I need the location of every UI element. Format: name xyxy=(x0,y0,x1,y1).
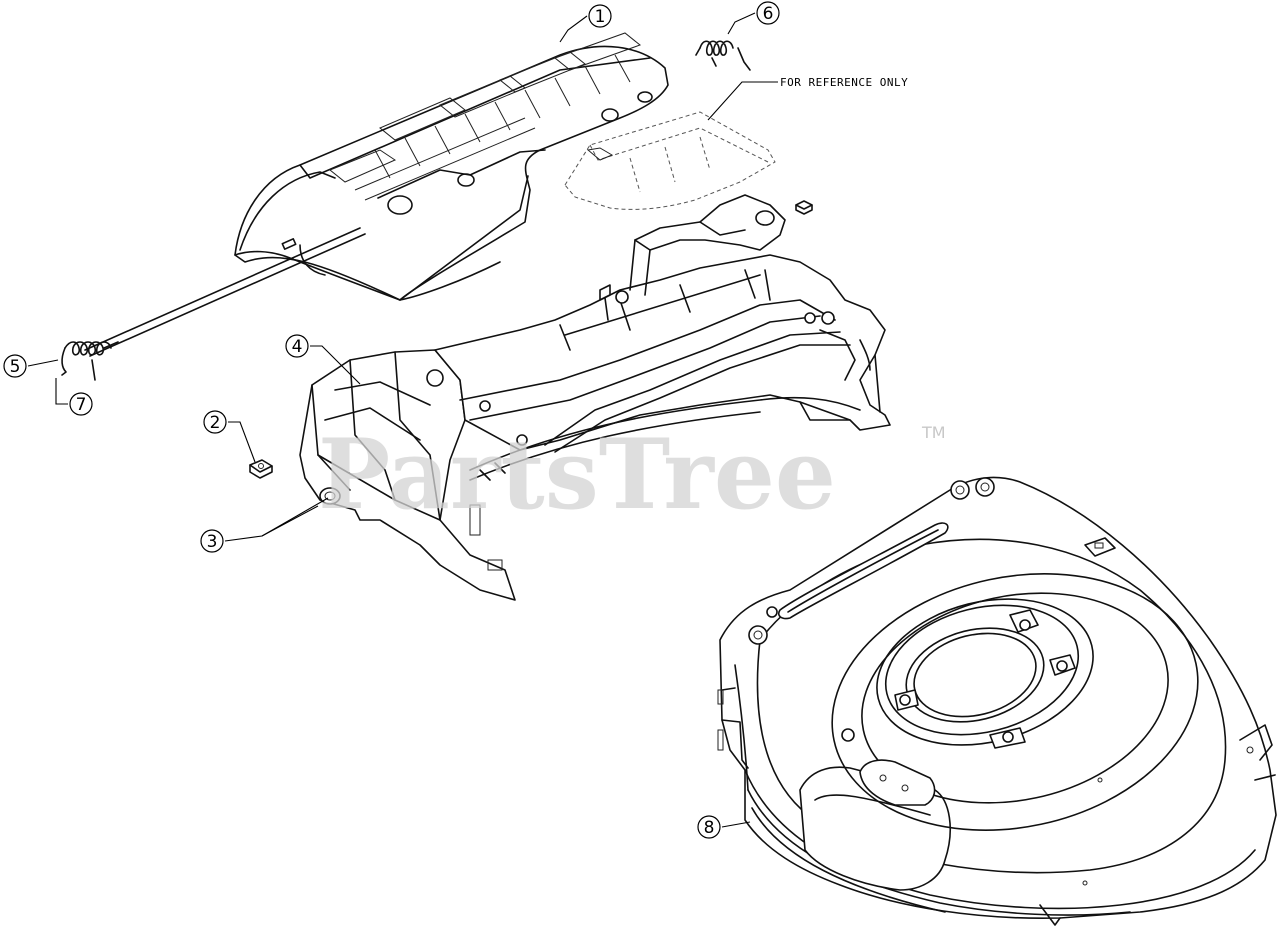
part-2-clip-nut xyxy=(249,459,273,479)
callout-1-label: 1 xyxy=(595,7,606,27)
watermark: PartsTree TM xyxy=(318,418,946,531)
callout-5: 5 xyxy=(3,354,27,378)
callout-2-label: 2 xyxy=(210,413,221,433)
callout-1: 1 xyxy=(588,4,612,28)
part-1-rear-cover xyxy=(234,32,669,301)
callout-6-label: 6 xyxy=(763,4,774,24)
callout-leaders xyxy=(27,12,778,828)
callout-7: 7 xyxy=(69,392,93,416)
part-5-torsion-spring xyxy=(61,341,119,381)
clip-nut-right xyxy=(795,200,813,215)
callout-8-label: 8 xyxy=(704,818,715,838)
watermark-trademark: TM xyxy=(921,423,946,442)
callout-2: 2 xyxy=(203,410,227,434)
callout-4: 4 xyxy=(285,334,309,358)
callout-7-label: 7 xyxy=(76,395,87,415)
callout-6: 6 xyxy=(756,1,780,25)
part-8-mower-deck xyxy=(717,476,1277,926)
watermark-brand: PartsTree xyxy=(318,418,836,531)
callout-3-label: 3 xyxy=(207,532,218,552)
callout-5-label: 5 xyxy=(10,357,21,377)
hinge-rod xyxy=(84,227,366,357)
reference-part-outline xyxy=(564,111,776,210)
part-6-torsion-spring xyxy=(695,40,751,71)
reference-note: FOR REFERENCE ONLY xyxy=(780,76,908,89)
callout-8: 8 xyxy=(697,815,721,839)
callout-4-label: 4 xyxy=(292,337,303,357)
callout-3: 3 xyxy=(200,529,224,553)
